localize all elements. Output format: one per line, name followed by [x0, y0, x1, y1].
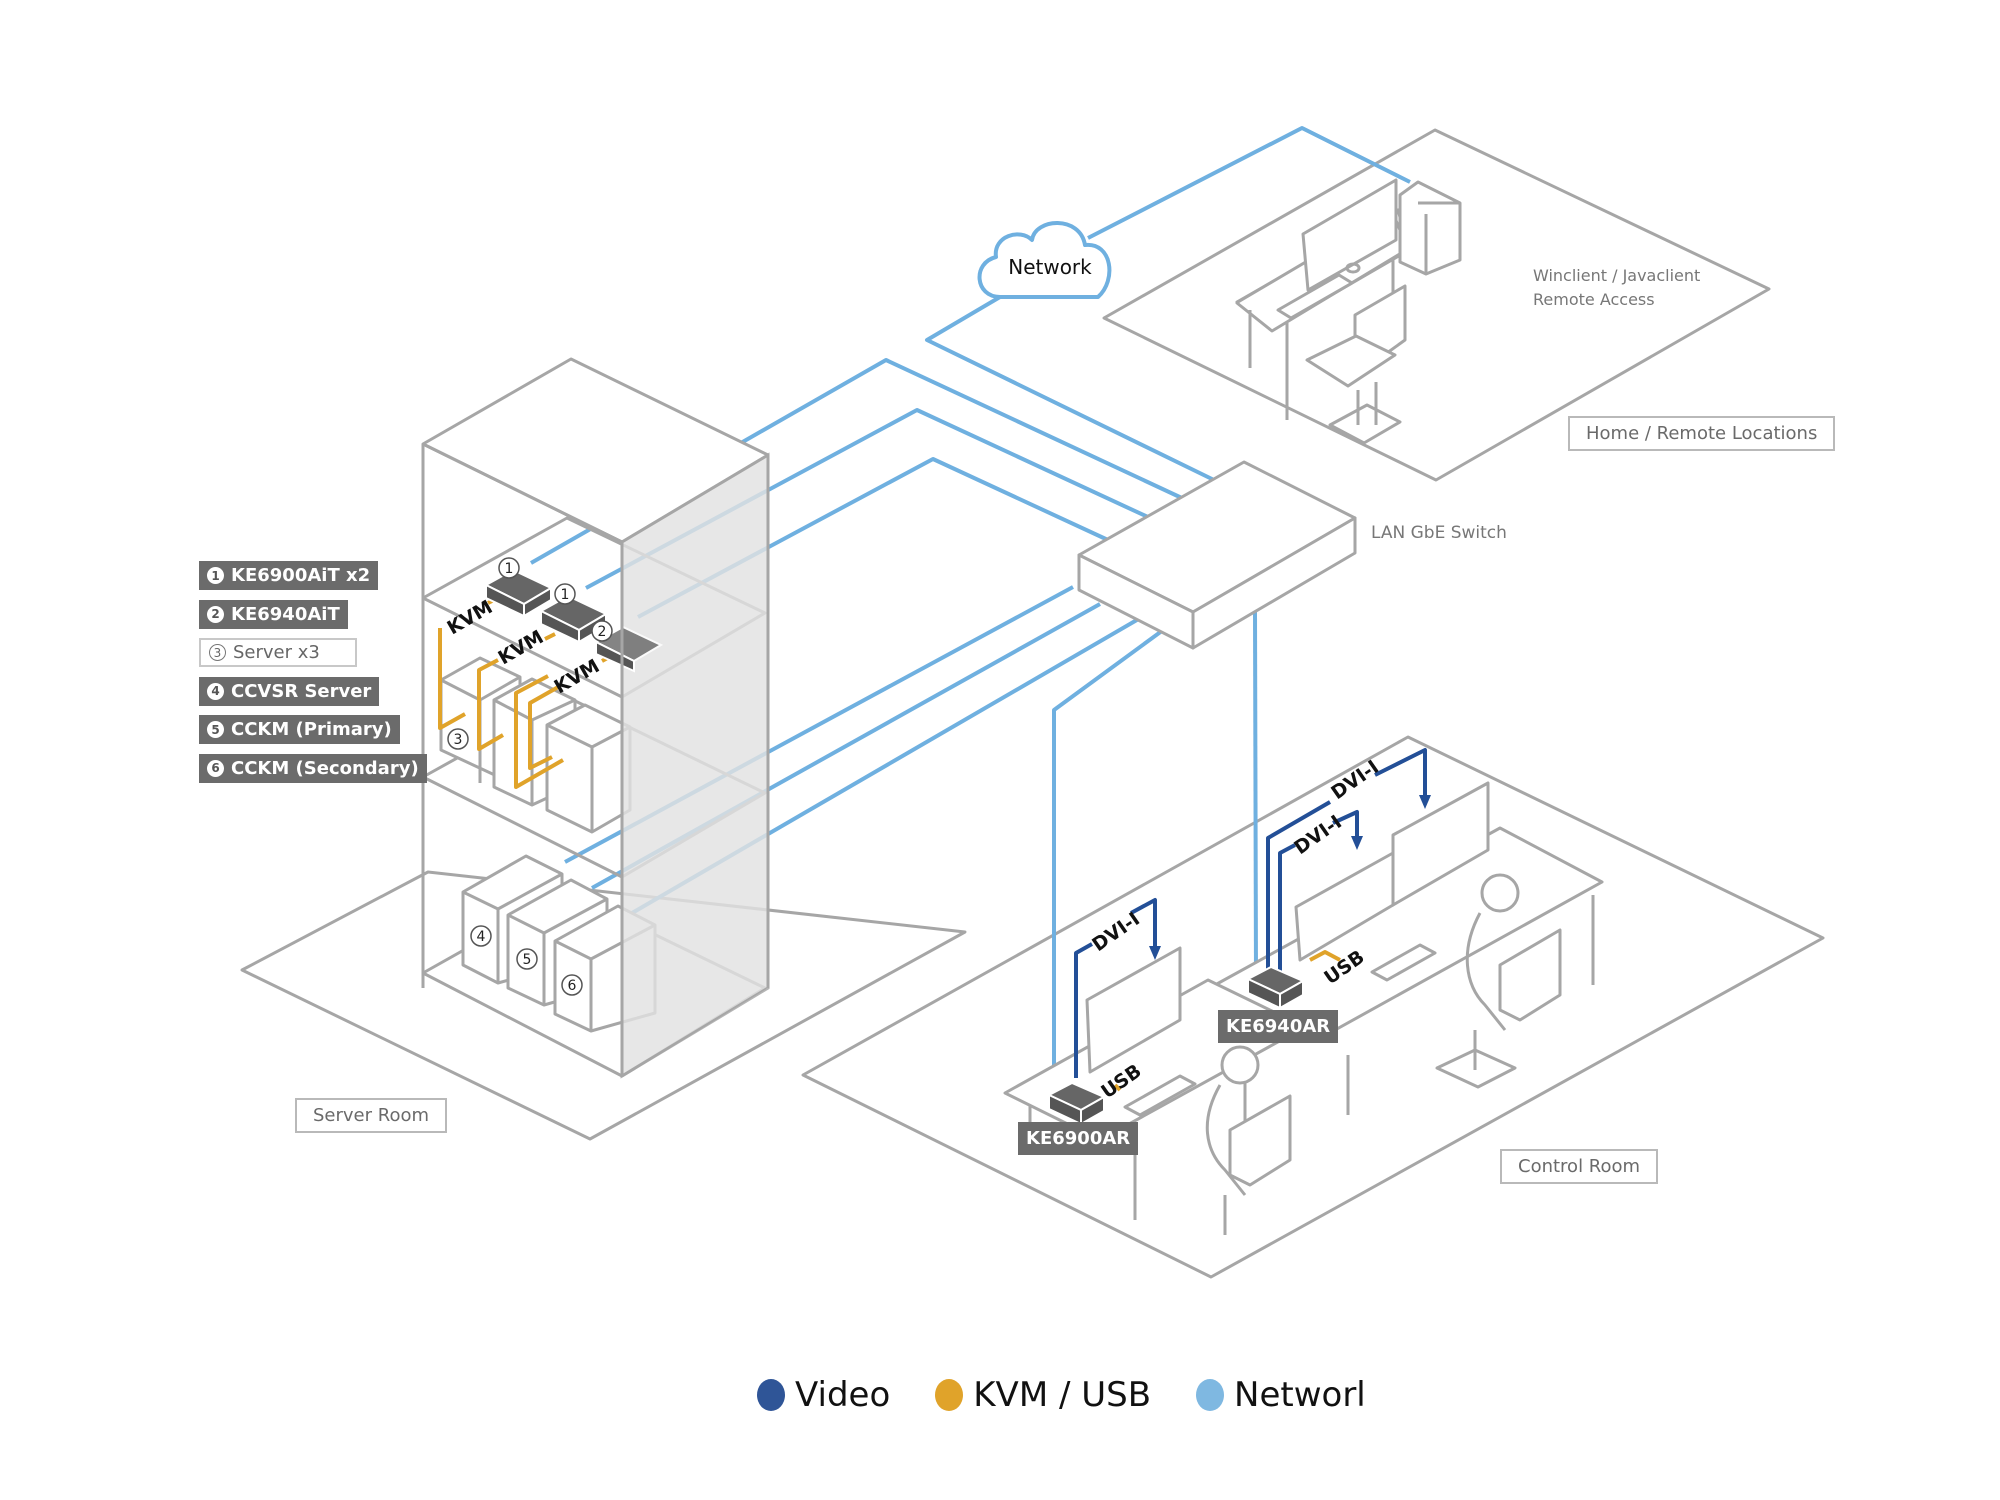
- kvm-cable-4: [528, 684, 561, 770]
- network-cloud-label: Network: [1008, 255, 1092, 279]
- remote-monitor: [1301, 178, 1398, 292]
- remote-location-room: [1102, 128, 1771, 482]
- keyboard-left: [1123, 1074, 1197, 1117]
- monitor-single: [1085, 946, 1182, 1074]
- net-cloud-remote: [1087, 126, 1411, 240]
- svg-text:6: 6: [568, 978, 577, 994]
- monitor-dual-right: [1391, 781, 1490, 907]
- ke6900ar-label: KE6900AR: [1018, 1122, 1139, 1155]
- legend-ccvsr: 4 CCVSR Server: [199, 676, 380, 706]
- operator-right: [1435, 873, 1562, 1089]
- legend-kvm-usb: KVM / USB: [935, 1375, 1151, 1415]
- kvm-cable-1: [438, 628, 466, 730]
- marker-5: 5: [516, 948, 538, 970]
- control-room: [801, 735, 1825, 1279]
- number-badge: 6: [207, 759, 224, 777]
- marker-1a: 1: [498, 557, 520, 579]
- control-room-label: Control Room: [1500, 1149, 1659, 1184]
- number-badge: 3: [209, 644, 226, 661]
- legend-servers: 3 Server x3: [199, 638, 357, 667]
- number-badge: 1: [207, 567, 224, 584]
- svg-text:1: 1: [561, 587, 570, 603]
- dvi-label-right-1: DVI-I: [1327, 756, 1383, 804]
- dvi-label-left: DVI-I: [1088, 908, 1144, 956]
- legend-ke6900ait: 1 KE6900AiT x2: [199, 561, 379, 590]
- receiver-ke6900ar: [1046, 1081, 1107, 1126]
- keyboard-right: [1370, 943, 1437, 982]
- net-cloud-switch: [925, 295, 1215, 482]
- svg-text:4: 4: [477, 929, 486, 945]
- server-floor: [240, 870, 967, 1141]
- remote-pc-tower: [1398, 180, 1462, 276]
- remote-note-line1: Winclient / Javaclient: [1533, 266, 1701, 285]
- kvm-usb-color-dot: [935, 1379, 964, 1411]
- kvm-label-1: KVM: [444, 596, 497, 639]
- marker-4: 4: [470, 925, 492, 947]
- kvm-cables: [438, 596, 614, 789]
- video-cable-right-1: [1266, 800, 1332, 975]
- number-badge: 2: [207, 605, 224, 623]
- component-legend: 1 KE6900AiT x2 2 KE6940AiT 3 Server x3 4…: [199, 561, 439, 792]
- control-floor: [801, 735, 1825, 1279]
- rack-markers: 1 1 2 3 4 5 6: [447, 557, 613, 996]
- legend-cckm-primary: 5 CCKM (Primary): [199, 715, 400, 744]
- server-room-label: Server Room: [295, 1098, 448, 1133]
- number-badge: 5: [207, 721, 224, 738]
- legend-ke6940ait: 2 KE6940AiT: [199, 599, 348, 629]
- server-room: [240, 870, 967, 1141]
- legend-cckm-secondary: 6 CCKM (Secondary): [199, 753, 427, 783]
- marker-1b: 1: [554, 583, 576, 605]
- video-cables: [1074, 748, 1431, 1078]
- cable-legend: Video KVM / USB Networl: [757, 1375, 1411, 1415]
- video-cable-right-2: [1278, 843, 1296, 975]
- svg-text:2: 2: [598, 624, 607, 640]
- svg-text:1: 1: [505, 561, 514, 577]
- kvm-label-2: KVM: [495, 626, 548, 669]
- svg-text:5: 5: [523, 952, 532, 968]
- remote-floor: [1102, 128, 1771, 482]
- lan-switch: [1077, 460, 1357, 650]
- rack-side-panel: [620, 452, 770, 1079]
- kvm-cable-2: [477, 658, 505, 751]
- receiver-ke6940ar: [1245, 965, 1306, 1010]
- ke6940ar-label: KE6940AR: [1218, 1010, 1339, 1043]
- remote-locations-label: Home / Remote Locations: [1568, 416, 1836, 451]
- marker-3: 3: [447, 728, 469, 750]
- net-ke6900ar: [1052, 623, 1172, 1080]
- video-cable-left-arrow: [1130, 898, 1157, 953]
- server-3c: [545, 703, 632, 834]
- ke6900ait-1: [483, 568, 554, 618]
- video-cable-left: [1074, 942, 1093, 1078]
- remote-access-note: Winclient / Javaclient Remote Access: [1533, 264, 1700, 312]
- remote-note-line2: Remote Access: [1533, 290, 1655, 309]
- kvm-cable-3: [514, 674, 564, 789]
- net-ke6940ar: [1253, 611, 1258, 981]
- switch-label: LAN GbE Switch: [1371, 523, 1507, 543]
- remote-keyboard: [1276, 273, 1354, 320]
- number-badge: 4: [207, 682, 224, 700]
- network-cloud: [977, 221, 1112, 299]
- operator-left: [1205, 1045, 1292, 1235]
- svg-text:3: 3: [454, 732, 463, 748]
- legend-network: Networl: [1196, 1375, 1366, 1415]
- network-color-dot: [1196, 1379, 1225, 1411]
- kvm-label-3: KVM: [551, 655, 604, 698]
- legend-video: Video: [757, 1375, 890, 1415]
- video-color-dot: [757, 1379, 785, 1411]
- marker-6: 6: [561, 974, 583, 996]
- marker-2: 2: [591, 620, 613, 642]
